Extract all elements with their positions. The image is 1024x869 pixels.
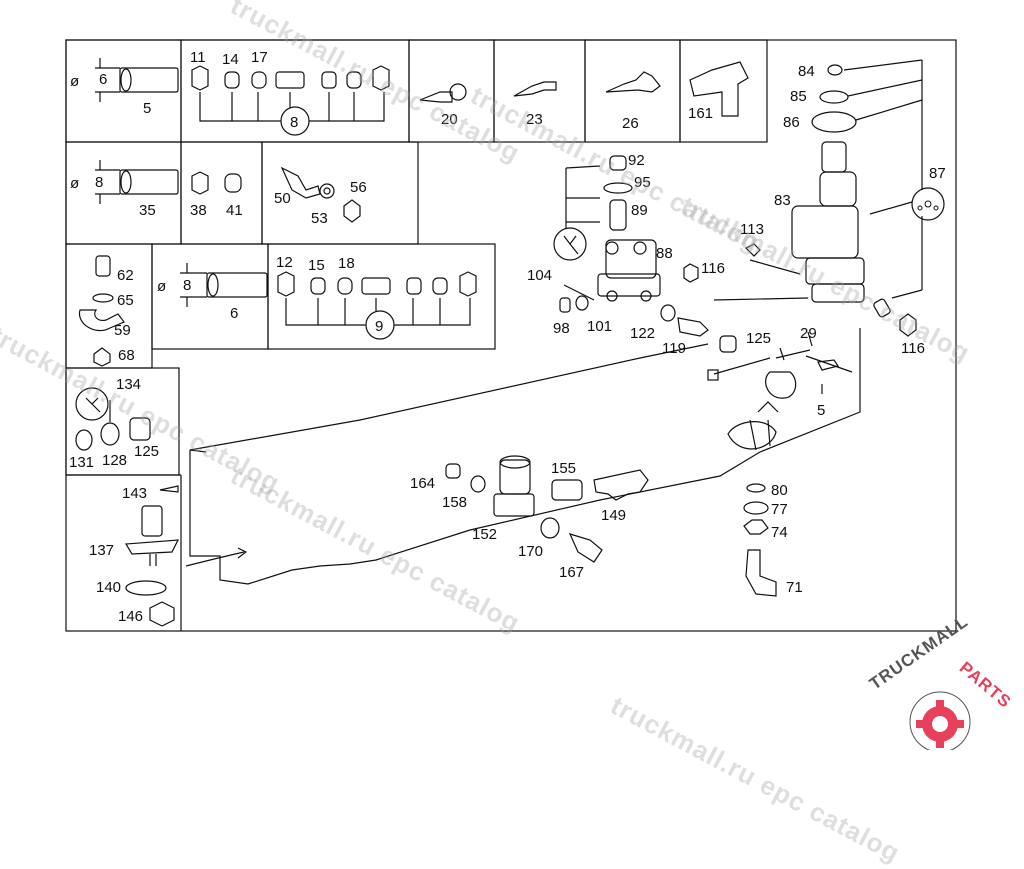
label-6: 6 (230, 305, 238, 322)
label-84: 84 (798, 63, 815, 80)
label-146: 146 (118, 608, 143, 625)
box-38-41 (180, 141, 263, 245)
label-92: 92 (628, 152, 645, 169)
label-8-tube: 8 (183, 277, 191, 294)
label-65: 65 (117, 292, 134, 309)
truckmallparts-logo: TRUCKMALL PARTS (860, 612, 1020, 753)
label-85: 85 (790, 88, 807, 105)
label-14: 14 (222, 51, 239, 68)
label-161: 161 (688, 105, 713, 122)
label-125: 125 (746, 330, 771, 347)
label-18: 18 (338, 255, 355, 272)
label-15: 15 (308, 257, 325, 274)
label-9-group: 9 (375, 318, 383, 335)
label-152: 152 (472, 526, 497, 543)
label-140: 140 (96, 579, 121, 596)
label-143: 143 (122, 485, 147, 502)
diameter-symbol: ø (70, 175, 79, 192)
label-38: 38 (190, 202, 207, 219)
label-56: 56 (350, 179, 367, 196)
label-119: 119 (662, 340, 686, 357)
box-5 (65, 39, 182, 143)
label-87: 87 (929, 165, 946, 182)
label-71: 71 (786, 579, 803, 596)
label-80: 80 (771, 482, 788, 499)
label-35: 35 (139, 202, 156, 219)
label-128: 128 (102, 452, 127, 469)
label-149: 149 (601, 507, 626, 524)
label-101: 101 (587, 318, 612, 335)
label-74: 74 (771, 524, 788, 541)
label-95: 95 (634, 174, 651, 191)
label-62: 62 (117, 267, 134, 284)
label-122: 122 (630, 325, 655, 342)
label-11: 11 (190, 49, 206, 66)
label-59: 59 (114, 322, 131, 339)
label-116: 116 (901, 340, 925, 357)
label-113: 113 (740, 221, 764, 238)
label-98: 98 (553, 320, 570, 337)
label-17: 17 (251, 49, 268, 66)
label-170: 170 (518, 543, 543, 560)
label-89: 89 (631, 202, 648, 219)
label-50: 50 (274, 190, 291, 207)
label-83: 83 (774, 192, 791, 209)
diameter-symbol: ø (157, 278, 166, 295)
gear-icon (909, 691, 971, 753)
label-8-tube: 8 (95, 174, 103, 191)
label-8-group: 8 (290, 114, 298, 131)
label-104: 104 (527, 267, 552, 284)
parts-diagram: ø ø ø 6 5 11 14 17 8 20 23 26 161 84 85 … (65, 39, 957, 632)
label-5: 5 (143, 100, 151, 117)
label-167: 167 (559, 564, 584, 581)
label-26: 26 (622, 115, 639, 132)
label-125: 125 (134, 443, 159, 460)
label-41: 41 (226, 202, 243, 219)
label-29: 29 (800, 325, 817, 342)
label-158: 158 (442, 494, 467, 511)
label-12: 12 (276, 254, 293, 271)
label-164: 164 (410, 475, 435, 492)
label-155: 155 (551, 460, 576, 477)
label-88: 88 (656, 245, 673, 262)
label-6: 6 (99, 71, 107, 88)
label-137: 137 (89, 542, 114, 559)
label-23: 23 (526, 111, 543, 128)
box-161 (679, 39, 768, 143)
label-20: 20 (441, 111, 458, 128)
label-131: 131 (69, 454, 94, 471)
box-59-68 (65, 243, 153, 369)
label-134: 134 (116, 376, 141, 393)
diameter-symbol: ø (70, 73, 79, 90)
label-68: 68 (118, 347, 135, 364)
label-53: 53 (311, 210, 328, 227)
label-77: 77 (771, 501, 788, 518)
label-5: 5 (817, 402, 825, 419)
label-116: 116 (701, 260, 725, 277)
box-35 (65, 141, 182, 245)
label-86: 86 (783, 114, 800, 131)
box-9 (267, 243, 496, 350)
